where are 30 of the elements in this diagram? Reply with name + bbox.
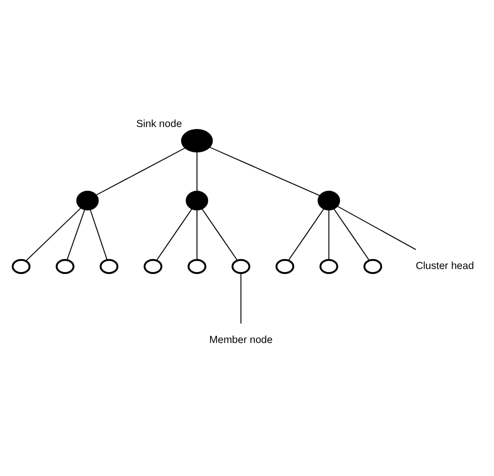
node-circle [188,259,206,274]
node-circle [276,259,294,274]
node-circle [76,190,99,210]
connector [333,208,370,261]
node-text: Member node [209,335,273,346]
node-text: Cluster head [416,261,474,272]
connector [208,146,320,196]
connector [196,151,198,192]
connector [96,147,186,196]
node-circle [320,259,338,274]
node-circle [232,259,250,274]
connector [196,209,198,260]
node-circle [100,259,118,274]
node-circle [186,190,208,210]
node-circle [12,259,30,274]
connector [201,208,238,261]
connector [328,209,330,260]
node-circle [144,259,162,274]
connector [25,207,82,262]
connector [336,206,416,250]
connector [90,208,108,260]
node-circle [318,190,340,210]
node-circle [56,259,74,274]
node-label: Sink node [136,118,182,130]
connector [288,208,324,261]
node-circle [181,129,213,152]
connector [66,208,86,260]
connector [156,208,193,261]
node-circle [363,259,382,274]
connector [240,272,242,324]
